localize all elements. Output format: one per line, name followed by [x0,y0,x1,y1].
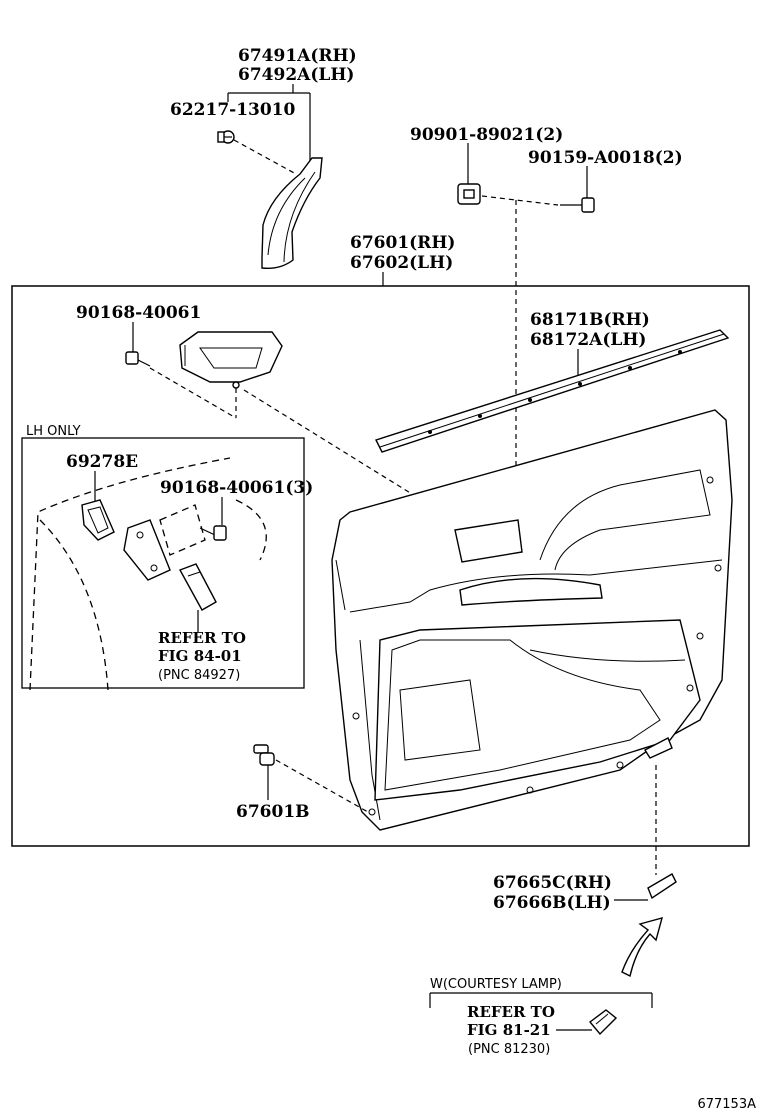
courtesy-lamp-bracket [429,992,653,1008]
label-garnish-lh: 67492A(LH) [238,65,354,85]
inset-door-outline [29,457,267,691]
courtesy-lamp-icon [588,1009,618,1036]
label-garnish-rh: 67491A(RH) [238,46,357,66]
switch-bracket-icon [123,519,171,581]
label-nut-90901: 90901-89021(2) [410,125,563,145]
label-refer-to-1: REFER TO [158,629,246,647]
lens-part-icon [647,873,677,900]
nut-90901-icon [457,183,481,205]
clip-67601b-icon [253,744,275,766]
clip-62217-icon [217,130,235,144]
weatherstrip-part-icon [375,329,730,453]
screw-90168-dash [149,367,237,419]
label-clip-62217: 62217-13010 [170,100,296,120]
diagram-id: 677153A [697,1097,756,1112]
lh-only-inset [21,437,305,689]
label-refer-to-2: REFER TO [467,1003,555,1021]
label-lens-rh: 67665C(RH) [493,873,612,893]
garnish-leader [227,84,311,172]
door-trim-board-icon [331,409,733,831]
label-lens-lh: 67666B(LH) [493,893,611,913]
label-pnc-84927: (PNC 84927) [158,668,240,683]
switch-84927-icon [178,563,217,611]
label-part-69278e: 69278E [66,452,138,472]
label-lh-only: LH ONLY [26,424,81,439]
clip-dash [233,139,297,175]
label-fig-84-01: FIG 84-01 [158,647,242,665]
label-board-lh: 67602(LH) [350,253,453,273]
label-courtesy-lamp: W(COURTESY LAMP) [430,977,562,992]
label-board-rh: 67601(RH) [350,233,455,253]
garnish-part-icon [261,157,323,270]
label-screw-90168: 90168-40061 [76,303,201,323]
screw-x3-icon [199,525,227,541]
label-screw-90159: 90159-A0018(2) [528,148,683,168]
direction-arrow-icon [621,917,663,978]
pull-handle-bracket-icon [179,331,283,389]
label-fig-81-21: FIG 81-21 [467,1021,551,1039]
screw-90159-icon [560,197,595,213]
board-assembly-frame [11,285,750,847]
label-weatherstrip-lh: 68172A(LH) [530,330,646,350]
label-screw-90168-x3: 90168-40061(3) [160,478,313,498]
label-pnc-81230: (PNC 81230) [468,1042,550,1057]
switch-base-69278e-icon [81,499,115,541]
label-clip-67601b: 67601B [236,802,310,822]
screw-90168-icon [125,351,151,367]
screw-dash [481,195,559,206]
label-weatherstrip-rh: 68171B(RH) [530,310,650,330]
